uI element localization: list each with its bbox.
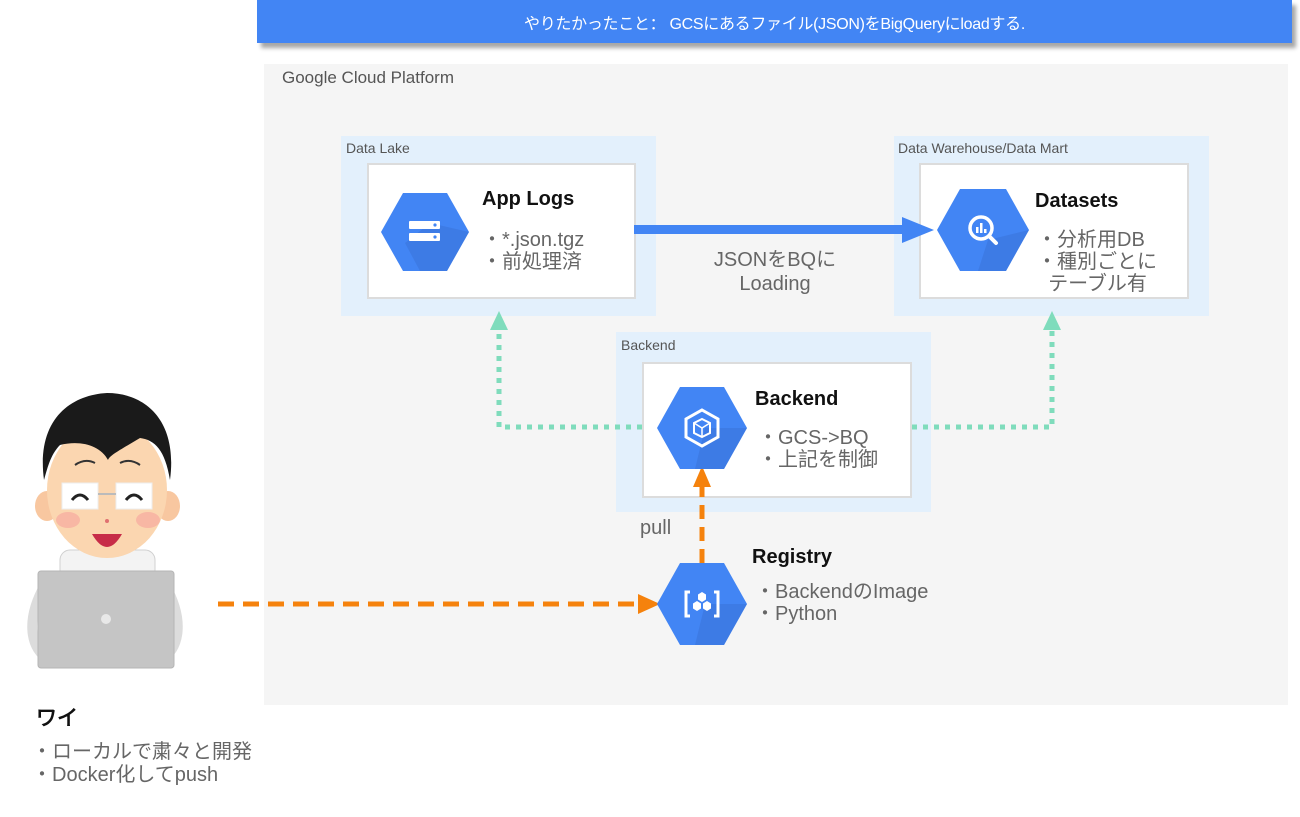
bullet: ・ローカルで粛々と開発	[32, 741, 252, 763]
user-name: ワイ	[36, 707, 78, 730]
bullet: ・BackendのImage	[755, 581, 929, 603]
backend-title: Backend	[755, 388, 839, 410]
bullet: ・上記を制御	[758, 449, 878, 471]
bullet: ・Docker化してpush	[32, 764, 219, 786]
push-arrow	[218, 594, 660, 614]
bigquery-icon	[937, 189, 1029, 271]
app-logs-title: App Logs	[482, 188, 575, 210]
bullet: ・GCS->BQ	[758, 427, 869, 449]
loading-label-line2: Loading	[739, 273, 811, 295]
bullet: ・前処理済	[482, 251, 582, 273]
registry-bullets: ・BackendのImage・Python	[755, 581, 928, 625]
backend-to-datalake-arrow	[490, 311, 642, 430]
app-logs-bullets: ・*.json.tgz・前処理済	[482, 229, 584, 273]
bullet: ・*.json.tgz	[482, 229, 585, 251]
cloud-storage-icon	[381, 193, 469, 271]
pull-arrow	[693, 466, 711, 563]
backend-card[interactable]	[642, 362, 912, 498]
loading-label: JSONをBQに Loading	[690, 248, 860, 296]
loading-label-line1: JSONをBQに	[713, 249, 837, 271]
banner-text: やりたかったこと： GCSにあるファイル(JSON)をBigQueryにload…	[524, 15, 1025, 33]
user-bullets: ・ローカルで粛々と開発・Docker化してpush	[32, 741, 252, 787]
backend-to-warehouse-arrow	[912, 311, 1061, 430]
bullet: ・分析用DB	[1037, 229, 1145, 251]
gcp-label: Google Cloud Platform	[282, 68, 454, 87]
user-avatar-illustration	[27, 393, 183, 669]
title-banner: やりたかったこと： GCSにあるファイル(JSON)をBigQueryにload…	[257, 0, 1292, 43]
bullet: ・種別ごとに	[1037, 251, 1157, 273]
bullet: ・Python	[755, 603, 838, 625]
pull-label: pull	[640, 517, 672, 539]
bullet: テーブル有	[1037, 273, 1147, 295]
kubernetes-engine-icon	[657, 387, 747, 469]
backend-zone-label: Backend	[621, 337, 676, 353]
container-registry-icon	[657, 563, 747, 645]
loading-arrow	[634, 217, 934, 243]
datasets-bullets: ・分析用DB・種別ごとに テーブル有	[1037, 229, 1157, 295]
data-warehouse-label: Data Warehouse/Data Mart	[898, 140, 1068, 156]
backend-bullets: ・GCS->BQ・上記を制御	[758, 427, 878, 471]
data-lake-label: Data Lake	[346, 140, 410, 156]
datasets-title: Datasets	[1035, 190, 1119, 212]
registry-title: Registry	[752, 546, 833, 568]
